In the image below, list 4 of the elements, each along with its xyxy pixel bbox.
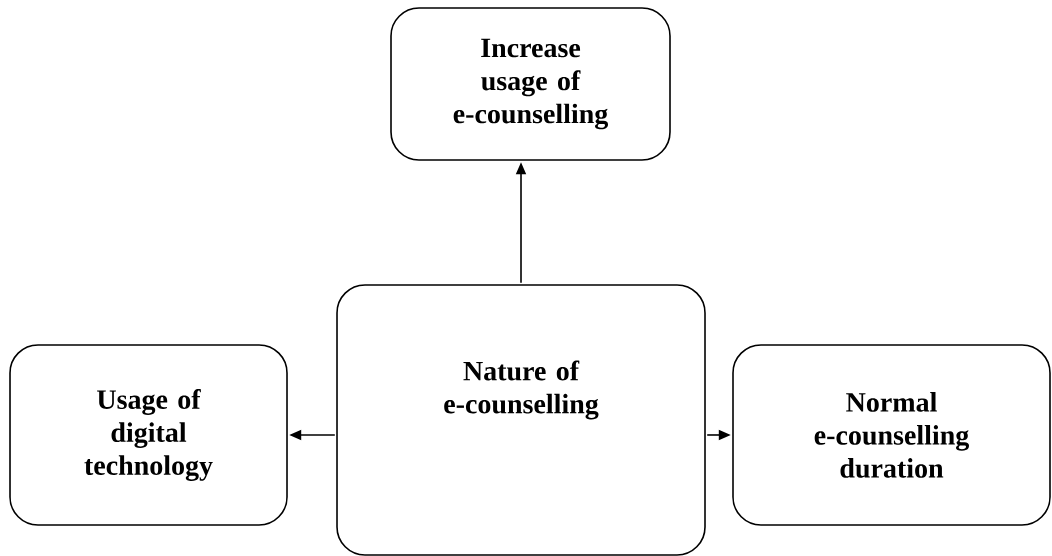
process-box: Normal e-counselling duration xyxy=(732,344,1051,526)
process-box: Usage of digital technology xyxy=(9,344,288,526)
process-box: Nature of e-counselling xyxy=(336,284,706,556)
process-box: Increase usage of e-counselling xyxy=(390,7,671,161)
